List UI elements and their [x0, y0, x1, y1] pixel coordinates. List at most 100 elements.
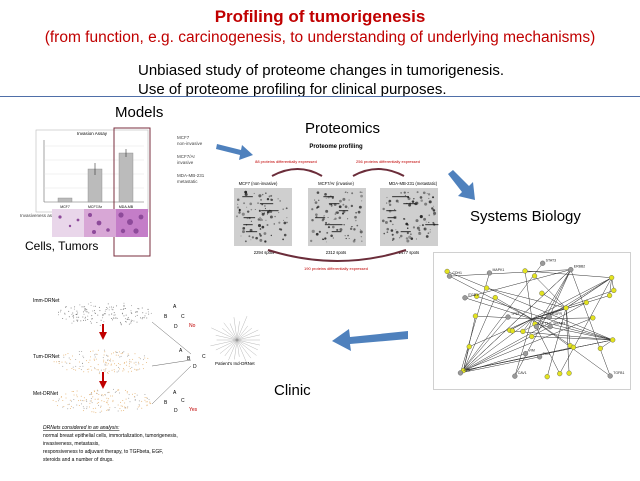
network-node	[444, 268, 450, 275]
network-node	[522, 268, 528, 274]
svg-text:MCF7/Ar: MCF7/Ar	[177, 154, 196, 159]
network-node	[563, 305, 569, 311]
network-node	[474, 293, 480, 299]
divider-line	[0, 96, 640, 97]
svg-text:C: C	[202, 354, 206, 360]
network-node	[539, 290, 545, 296]
no-label: No	[189, 323, 196, 329]
network-node	[509, 328, 516, 334]
proteomics-panel: Proteome profiling 88 proteins different…	[228, 140, 444, 272]
svg-text:metastatic: metastatic	[177, 179, 198, 184]
net-label-tum: Tum-DRNet	[33, 354, 60, 360]
net-label-imm: Imm-DRNet	[33, 298, 60, 304]
network-node	[486, 270, 493, 276]
network-node	[570, 344, 577, 350]
svg-text:non-invasive: non-invasive	[177, 141, 203, 146]
svg-text:MCF7: MCF7	[60, 205, 70, 209]
network-node-label: CDH1	[452, 271, 462, 275]
network-node	[610, 337, 616, 343]
arrow-to-systems-biology	[448, 170, 475, 200]
network-node-label: ERBB2	[574, 265, 586, 269]
network-node	[472, 313, 479, 319]
network-node	[466, 344, 472, 350]
svg-text:MDA-MB-231 (metastatic): MDA-MB-231 (metastatic)	[389, 181, 438, 186]
network-node	[590, 315, 596, 321]
svg-text:A: A	[179, 348, 183, 354]
arrow-to-clinic	[332, 329, 408, 351]
network-node-label: AKT1	[539, 322, 548, 326]
network-node	[533, 324, 540, 330]
network-node	[484, 285, 490, 291]
svg-text:MCF7 (non-invasive): MCF7 (non-invasive)	[239, 181, 278, 186]
bullet-1: Unbiased study of proteome changes in tu…	[138, 62, 505, 79]
network-node	[566, 370, 572, 376]
svg-text:invasive: invasive	[177, 160, 194, 165]
svg-text:Patient's Ind-DRNet: Patient's Ind-DRNet	[215, 361, 255, 366]
main-title: Profiling of tumorigenesis	[214, 7, 426, 26]
models-panel: Invasion Assay MCF7 MCF7/Ar MDA-MB MCF7 …	[20, 122, 240, 262]
svg-text:256 proteins differentially ex: 256 proteins differentially expressed	[356, 159, 420, 164]
svg-text:steroids and a number of drugs: steroids and a number of drugs.	[43, 457, 114, 463]
net-label-met: Met-DRNet	[33, 391, 59, 397]
svg-text:A: A	[173, 304, 177, 310]
drnets-heading: DRNets considered in an analysis:	[43, 425, 120, 431]
subtitle: (from function, e.g. carcinogenesis, to …	[44, 29, 596, 46]
svg-text:responsiveness to adjuvant the: responsiveness to adjuvant therapy, to T…	[43, 449, 163, 455]
network-node-label: SMAD3	[553, 322, 565, 326]
bar-mdamb	[118, 152, 134, 203]
network-node-label: EGFR	[552, 312, 562, 316]
svg-text:A: A	[173, 390, 177, 396]
svg-text:MCF7/Ar: MCF7/Ar	[88, 205, 103, 209]
svg-text:2477 spots: 2477 spots	[399, 250, 420, 255]
svg-text:invasiveness, metastasis,: invasiveness, metastasis,	[43, 441, 100, 447]
network-node	[536, 354, 543, 360]
svg-text:MDA-MB: MDA-MB	[119, 205, 134, 209]
network-node	[546, 314, 552, 320]
yes-label: Yes	[189, 407, 198, 413]
network-node	[568, 267, 574, 273]
svg-text:C: C	[181, 398, 185, 404]
svg-text:2312 spots: 2312 spots	[326, 250, 347, 255]
network-node	[505, 314, 511, 320]
network-node	[540, 260, 546, 266]
svg-text:D: D	[174, 408, 178, 414]
bullet-2: Use of proteome profiling for clinical p…	[138, 81, 447, 98]
network-node-label: PXN	[543, 352, 551, 356]
network-node-label: JUN	[463, 368, 470, 372]
network-node-label: ITGB1	[468, 293, 478, 297]
svg-text:2294 spots: 2294 spots	[254, 250, 275, 255]
svg-text:normal breast epithelial cells: normal breast epithelial cells, immortal…	[43, 433, 178, 439]
network-node	[611, 287, 617, 294]
svg-text:88 proteins differentially exp: 88 proteins differentially expressed	[255, 159, 317, 164]
svg-text:D: D	[174, 324, 178, 330]
network-node	[597, 345, 603, 352]
proteome-title: Proteome profiling	[309, 144, 363, 150]
network-node	[492, 294, 498, 301]
arrow-models-to-proteomics	[216, 144, 253, 160]
bar-mcf7	[57, 197, 73, 203]
network-node	[547, 323, 553, 330]
svg-text:190 proteins differentially ex: 190 proteins differentially expressed	[304, 266, 368, 271]
svg-text:MCF7: MCF7	[177, 135, 190, 140]
network-node	[529, 333, 535, 340]
models-label: Models	[115, 104, 164, 121]
systems-biology-label: Systems Biology	[470, 208, 581, 225]
highlight-box	[113, 127, 151, 257]
network-node	[462, 295, 468, 301]
network-node	[583, 299, 589, 306]
svg-text:Invasiveness assay: Invasiveness assay	[20, 213, 60, 218]
network-node	[607, 373, 613, 379]
clinic-panel: Imm-DRNet Tum-DRNet Met-DRNet A B C D No…	[15, 296, 266, 476]
network-node	[531, 273, 538, 279]
invasion-chart-title: Invasion Assay	[77, 131, 108, 136]
proteomics-label: Proteomics	[305, 120, 381, 137]
network-node	[520, 328, 526, 335]
network-node-label: STAT3	[546, 258, 556, 262]
svg-text:B: B	[164, 400, 168, 406]
network-node-label: TGFB1	[613, 371, 624, 375]
network-node	[544, 374, 550, 380]
svg-text:MCF7/Ar (invasive): MCF7/Ar (invasive)	[318, 181, 354, 186]
svg-text:C: C	[181, 314, 185, 320]
network-node	[609, 275, 615, 281]
